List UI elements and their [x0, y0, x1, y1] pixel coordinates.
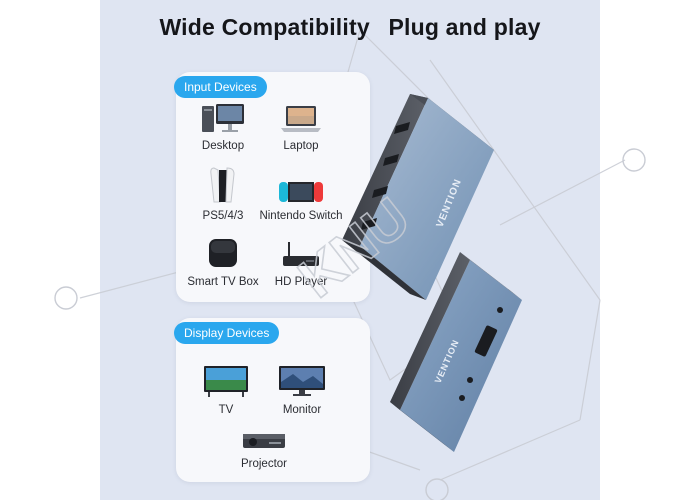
headline-part1: Wide Compatibility	[159, 14, 370, 40]
device-tv-box: Smart TV Box	[173, 236, 273, 288]
watermark-circle-left	[54, 286, 78, 310]
laptop-icon	[251, 100, 351, 134]
device-projector: Projector	[214, 418, 314, 470]
device-tv-box-label: Smart TV Box	[187, 276, 259, 288]
device-tv-label: TV	[218, 404, 234, 416]
device-ps-label: PS5/4/3	[202, 210, 244, 222]
input-devices-title: Input Devices	[174, 76, 267, 98]
headline-part2: Plug and play	[388, 14, 541, 40]
display-devices-card: Display Devices TV	[174, 318, 370, 482]
device-desktop: Desktop	[173, 100, 273, 152]
tv-box-icon	[173, 236, 273, 270]
watermark-circle-right	[622, 148, 646, 172]
watermark-circle-bottom	[425, 478, 449, 500]
device-hd-player-label: HD Player	[274, 276, 328, 288]
projector-icon	[214, 418, 314, 452]
device-switch-label: Nintendo Switch	[259, 210, 343, 222]
device-laptop: Laptop	[251, 100, 351, 152]
console-icon	[173, 167, 273, 204]
monitor-icon	[252, 364, 352, 398]
device-tv: TV	[176, 364, 276, 416]
device-ps: PS5/4/3	[173, 167, 273, 222]
watermark-text: KNU	[287, 185, 421, 309]
hd-player-icon	[251, 236, 351, 270]
device-hd-player: HD Player	[251, 236, 351, 288]
tv-icon	[176, 364, 276, 398]
device-projector-label: Projector	[240, 458, 288, 470]
hdmi-switch-illustration: VENTION VENTION	[342, 94, 522, 452]
desktop-icon	[173, 100, 273, 134]
switch-box-lower	[390, 252, 522, 452]
headline: Wide Compatibility Plug and play	[0, 14, 700, 41]
device-switch: Nintendo Switch	[251, 170, 351, 222]
switch-box-upper	[342, 94, 494, 300]
device-laptop-label: Laptop	[283, 140, 319, 152]
switch-console-icon	[251, 170, 351, 204]
input-devices-card: Input Devices Desktop	[173, 72, 370, 302]
device-monitor-label: Monitor	[282, 404, 322, 416]
device-monitor: Monitor	[252, 364, 352, 416]
device-desktop-label: Desktop	[201, 140, 245, 152]
display-devices-title: Display Devices	[174, 322, 280, 344]
